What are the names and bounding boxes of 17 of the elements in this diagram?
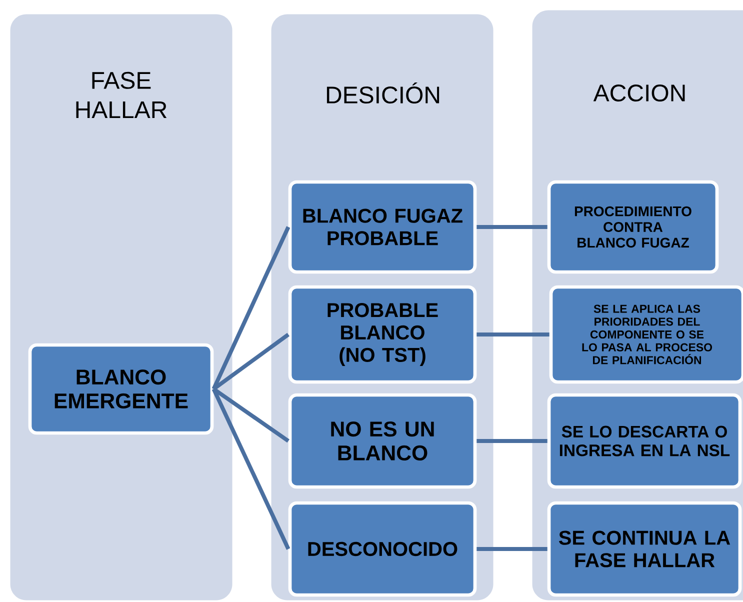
connector-line <box>476 547 548 551</box>
connector-line <box>212 388 290 550</box>
process-box: SE LO DESCARTA O INGRESA EN LA NSL <box>547 393 742 489</box>
process-box: NO ES UN BLANCO <box>288 393 477 489</box>
connector-line <box>212 332 290 391</box>
connector-line <box>476 225 548 229</box>
process-box: BLANCO EMERGENTE <box>28 343 214 435</box>
process-box: PROCEDIMIENTO CONTRA BLANCO FUGAZ <box>547 180 719 274</box>
process-box: PROBABLE BLANCO (NO TST) <box>288 285 477 384</box>
connector-line <box>476 439 548 443</box>
process-box: SE LE APLICA LAS PRIORIDADES DEL COMPONENTE O SE LO PASA AL PROCESO DE PLANIFICACIÓN <box>549 285 743 384</box>
process-box: SE CONTINUA LA FASE HALLAR <box>547 501 742 597</box>
process-box: BLANCO FUGAZ PROBABLE <box>288 180 477 274</box>
process-box: DESCONOCIDO <box>288 501 477 597</box>
connector-line <box>212 387 290 443</box>
connector-line <box>476 332 550 336</box>
connector-line <box>212 226 290 390</box>
